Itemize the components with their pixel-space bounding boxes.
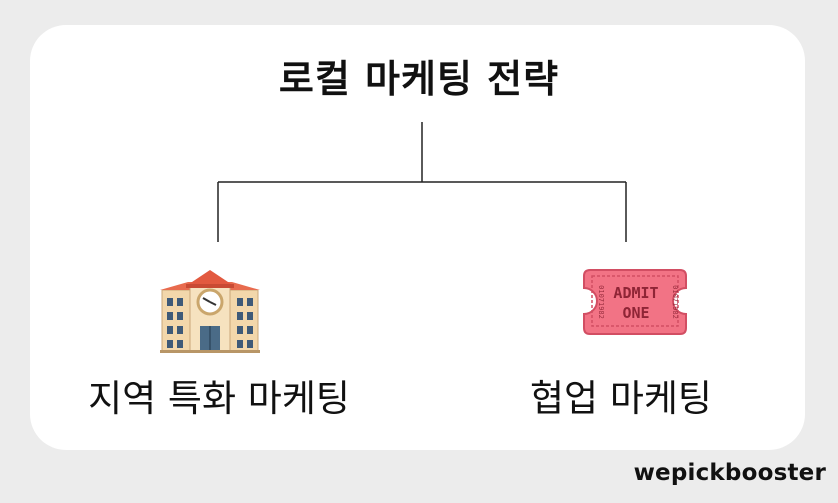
svg-text:01071982: 01071982 xyxy=(597,285,605,319)
brand-watermark: wepickbooster xyxy=(633,460,826,486)
admit-one-ticket-icon: 01071982 01071982 ADMIT ONE xyxy=(583,269,687,335)
branch-label-collaboration-marketing: 협업 마케팅 xyxy=(530,377,712,420)
ticket-text-admit: ADMIT xyxy=(613,284,658,302)
ticket-text-one: ONE xyxy=(622,304,649,322)
diagram-card xyxy=(30,25,805,450)
school-building-icon xyxy=(160,270,260,353)
branch-label-local-specialized-marketing: 지역 특화 마케팅 xyxy=(88,377,350,420)
svg-text:01071982: 01071982 xyxy=(671,285,679,319)
diagram-title: 로컬 마케팅 전략 xyxy=(278,57,560,101)
